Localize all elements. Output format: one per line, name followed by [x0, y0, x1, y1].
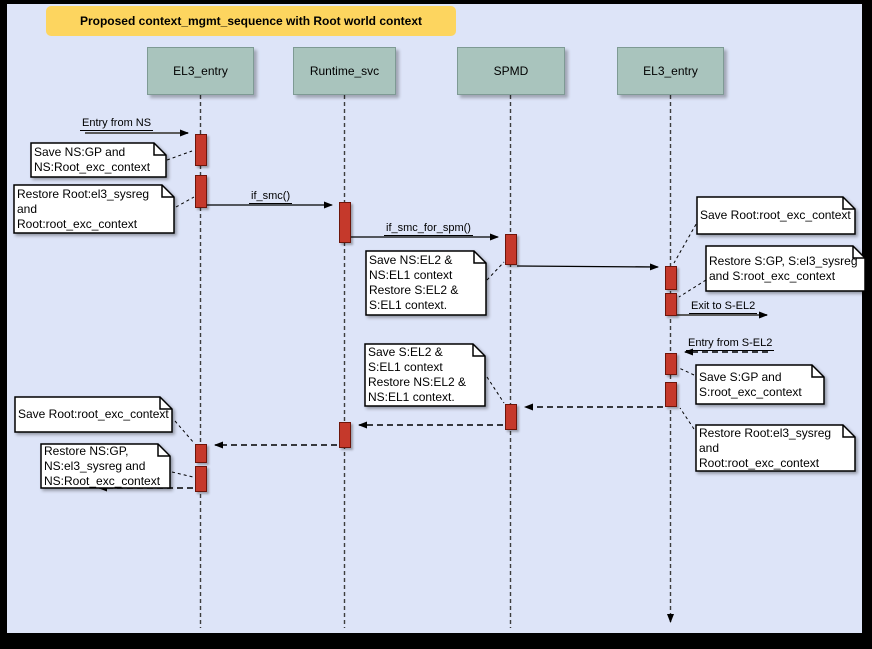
note-text: Save S:EL2 & S:EL1 context Restore NS:EL… [368, 345, 467, 404]
connector-save-s-el2 [486, 376, 505, 404]
note-restore-root-right: Restore Root:el3_sysreg and Root:root_ex… [695, 424, 856, 472]
connector-restore-s-gp [678, 279, 707, 298]
note-outline [364, 343, 486, 407]
note-outline [695, 424, 856, 472]
activation-bar [195, 444, 207, 463]
activation-bar [665, 266, 677, 290]
lifeline-header-label: EL3_entry [643, 64, 698, 78]
note-outline [695, 364, 825, 405]
note-text: Save NS:EL2 & NS:EL1 context Restore S:E… [369, 253, 459, 312]
note-restore-s-gp: Restore S:GP, S:el3_sysreg and S:root_ex… [705, 245, 866, 292]
message-label-entry-from-ns: Entry from NS [80, 117, 154, 131]
lifeline-header-el3-entry-right: EL3_entry [617, 47, 724, 95]
note-save-s-el2: Save S:EL2 & S:EL1 context Restore NS:EL… [364, 343, 486, 407]
activation-bar [665, 382, 677, 407]
message-label-if-smc: if_smc() [249, 190, 293, 204]
lifeline-header-spmd: SPMD [457, 47, 565, 95]
message-label-entry-from-s-el2: Entry from S-EL2 [686, 337, 775, 351]
message-label-if-smc-for-spm: if_smc_for_spm() [384, 222, 473, 236]
lifeline-header-el3-entry-left: EL3_entry [147, 47, 254, 95]
note-save-ns-gp: Save NS:GP and NS:Root_exc_context [30, 142, 167, 178]
note-save-s-gp: Save S:GP and S:root_exc_context [695, 364, 825, 405]
note-text: Restore NS:GP, NS:el3_sysreg and NS:Root… [44, 443, 161, 488]
note-restore-ns-gp: Restore NS:GP, NS:el3_sysreg and NS:Root… [40, 443, 171, 489]
lifeline-header-label: Runtime_svc [309, 64, 380, 78]
activation-bar [195, 134, 207, 166]
diagram-title: Proposed context_mgmt_sequence with Root… [46, 6, 456, 36]
note-save-ns-el2: Save NS:EL2 & NS:EL1 context Restore S:E… [365, 250, 487, 316]
connector-save-ns-el2 [486, 261, 505, 281]
note-outline [40, 443, 171, 489]
connector-save-root-exc-right [673, 218, 700, 264]
lifeline-header-runtime-svc: Runtime_svc [293, 47, 396, 95]
note-text: Save Root:root_exc_context [18, 407, 169, 421]
arrow-spmd-to-el3 [516, 263, 659, 271]
activation-bar [665, 293, 677, 316]
note-text: Restore Root:el3_sysreg and Root:root_ex… [699, 425, 832, 470]
activation-bar [195, 466, 207, 492]
note-restore-root-left: Restore Root:el3_sysreg and Root:root_ex… [13, 184, 175, 234]
note-text: Save NS:GP and NS:Root_exc_context [34, 145, 151, 174]
note-text: Restore S:GP, S:el3_sysreg and S:root_ex… [709, 253, 858, 283]
activation-bar [195, 175, 207, 208]
note-outline [14, 396, 173, 433]
activation-bar [665, 353, 677, 375]
note-text: Save Root:root_exc_context [700, 208, 851, 222]
note-outline [705, 245, 866, 292]
note-text: Restore Root:el3_sysreg and Root:root_ex… [17, 186, 150, 231]
note-outline [365, 250, 487, 316]
message-label-exit-to-s-el2: Exit to S-EL2 [689, 300, 758, 314]
connector-restore-ns-gp [171, 471, 194, 478]
note-outline [13, 184, 175, 234]
activation-bar [339, 202, 351, 243]
connector-restore-root-right [679, 407, 695, 430]
diagram-background [7, 4, 862, 633]
activation-bar [339, 422, 351, 448]
activation-bar [505, 234, 517, 265]
note-text: Save S:GP and S:root_exc_context [699, 369, 802, 399]
note-outline [696, 196, 856, 235]
connector-save-root-exc-left [174, 420, 195, 444]
lifeline-header-label: EL3_entry [173, 64, 228, 78]
connector-save-ns-gp [166, 150, 193, 161]
note-save-root-exc-left: Save Root:root_exc_context [14, 396, 173, 433]
note-save-root-exc-right: Save Root:root_exc_context [696, 196, 856, 235]
connector-restore-root-left [175, 196, 195, 208]
activation-bar [505, 404, 517, 430]
lifeline-header-label: SPMD [493, 64, 529, 78]
connector-save-s-gp [678, 367, 695, 376]
note-outline [30, 142, 167, 178]
